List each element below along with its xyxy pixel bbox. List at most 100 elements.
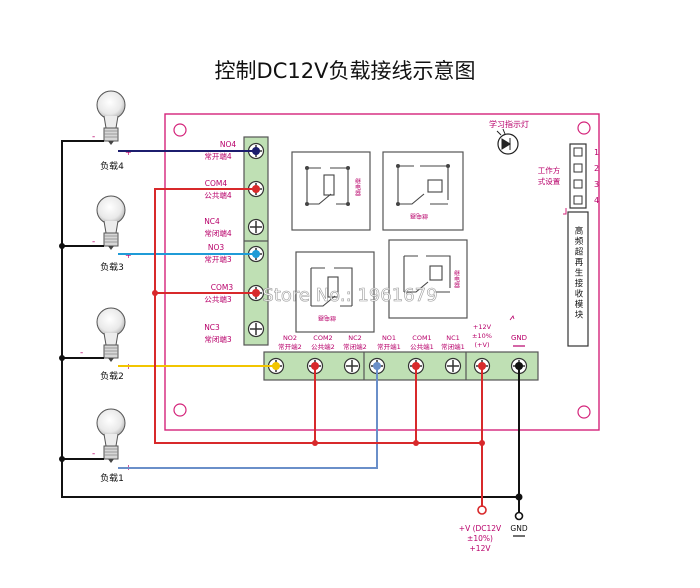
relay-label: 继电器 <box>354 177 361 197</box>
junction-dot <box>479 440 485 446</box>
terminal-label: COM2 <box>313 334 332 342</box>
wire-dot <box>272 362 280 370</box>
plus-mark: + <box>125 251 132 260</box>
plus-mark: + <box>125 148 132 157</box>
terminal-label: 公共端2 <box>311 342 335 351</box>
terminal-label: COM3 <box>211 283 234 292</box>
wire-dot <box>311 362 319 370</box>
terminal-label: NO2 <box>283 334 297 342</box>
terminal-label: 常开端2 <box>278 342 302 351</box>
bulb-load-4 <box>96 90 126 145</box>
relay-2: 继电器 <box>382 151 464 231</box>
mount-hole <box>173 123 187 137</box>
wire-ground <box>61 140 520 498</box>
terminal-label: COM1 <box>412 334 431 342</box>
terminal-label: 常闭端3 <box>204 334 231 344</box>
mode-setting-label: 工作方 <box>538 165 561 175</box>
terminal-label: GND <box>511 334 527 342</box>
terminal-label: NO1 <box>382 334 396 342</box>
terminal-label: 常开端1 <box>377 342 401 351</box>
wire-dot <box>515 362 523 370</box>
terminal-label: NO3 <box>208 243 225 252</box>
junction-dot <box>152 290 158 296</box>
wire-dot <box>252 250 260 258</box>
jumper-pin: 3 <box>594 180 599 189</box>
page-title: 控制DC12V负载接线示意图 <box>215 59 476 83</box>
terminal-label: 公共端3 <box>204 294 231 304</box>
power-positive-label: +V (DC12V <box>459 524 502 533</box>
bulb-load-1 <box>96 408 126 463</box>
terminal-label: NC4 <box>204 217 220 226</box>
wire-dot <box>252 185 260 193</box>
power-gnd-label: GND <box>510 524 527 533</box>
relay-label: 继电器 <box>318 314 336 322</box>
terminal-label: 常开端4 <box>204 151 231 161</box>
terminal-screw-nc4[interactable] <box>247 218 265 236</box>
store-watermark: Store No.: 1961679 <box>262 285 437 306</box>
mode-setting-label: 式设置 <box>538 176 561 186</box>
bottom-terminal-block <box>263 351 539 381</box>
jumper-pin: 4 <box>594 196 599 205</box>
terminal-label: (+V) <box>475 341 490 349</box>
terminal-screw-nc3[interactable] <box>247 320 265 338</box>
mount-hole <box>577 405 591 419</box>
relay-label: 继电器 <box>453 269 460 289</box>
wire-positive <box>154 188 482 444</box>
terminal-label: 公共端4 <box>204 190 231 200</box>
junction-dot <box>59 243 65 249</box>
relay-3: 继电器 <box>295 251 375 333</box>
bulb-load-3 <box>96 195 126 250</box>
wire-dot <box>478 362 486 370</box>
terminal-label: ±10% <box>472 332 492 340</box>
junction-dot <box>312 440 318 446</box>
terminal-label: 常闭端1 <box>441 342 465 351</box>
mount-hole <box>173 403 187 417</box>
wire-dot <box>252 147 260 155</box>
minus-mark: - <box>92 132 95 142</box>
terminal-screw-nc1[interactable] <box>444 357 462 375</box>
terminal-screw-nc2[interactable] <box>343 357 361 375</box>
load-label: 负载1 <box>100 472 124 484</box>
junction-dot <box>59 355 65 361</box>
relay-1: 继电器 <box>291 151 371 231</box>
load-label: 负载2 <box>100 370 124 382</box>
junction-dot <box>515 493 523 501</box>
minus-mark: - <box>92 237 95 247</box>
terminal-label: 公共端1 <box>410 342 434 351</box>
power-positive-label: +12V <box>470 544 492 553</box>
power-positive-label: ±10%) <box>467 534 493 543</box>
terminal-label: 常闭端2 <box>343 342 367 351</box>
learn-led-label: 学习指示灯 <box>489 119 529 129</box>
terminal-label: NC3 <box>204 323 220 332</box>
mount-hole <box>577 121 591 135</box>
wire-dot <box>373 362 381 370</box>
relay-4: 继电器 <box>388 239 468 319</box>
minus-mark: - <box>92 449 95 459</box>
load-label: 负载3 <box>100 261 124 273</box>
mode-jumper[interactable] <box>569 143 587 209</box>
bulb-load-2 <box>96 307 126 362</box>
receiver-module: 高频超再生接收模块 <box>567 211 589 347</box>
power-terminal-positive <box>477 505 487 515</box>
power-terminal-gnd <box>514 511 524 521</box>
receiver-module-label: 高频超再生接收模块 <box>573 225 583 320</box>
minus-mark: - <box>80 348 83 358</box>
terminal-label: 常闭端4 <box>204 228 231 238</box>
junction-dot <box>59 456 65 462</box>
terminal-label: NO4 <box>220 140 237 149</box>
wire-dot <box>252 289 260 297</box>
terminal-label: 常开端3 <box>204 254 231 264</box>
controller-board <box>164 113 600 431</box>
wire-dot <box>412 362 420 370</box>
terminal-label: NC2 <box>348 334 362 342</box>
terminal-label: +12V <box>473 323 492 331</box>
load-label: 负载4 <box>100 160 124 172</box>
jumper-pin: 2 <box>594 164 599 173</box>
wire-load1 <box>118 366 378 469</box>
relay-label: 继电器 <box>410 212 428 220</box>
learn-led-icon <box>496 128 519 155</box>
jumper-pin: 1 <box>594 148 599 157</box>
terminal-label: NC1 <box>446 334 460 342</box>
junction-dot <box>413 440 419 446</box>
